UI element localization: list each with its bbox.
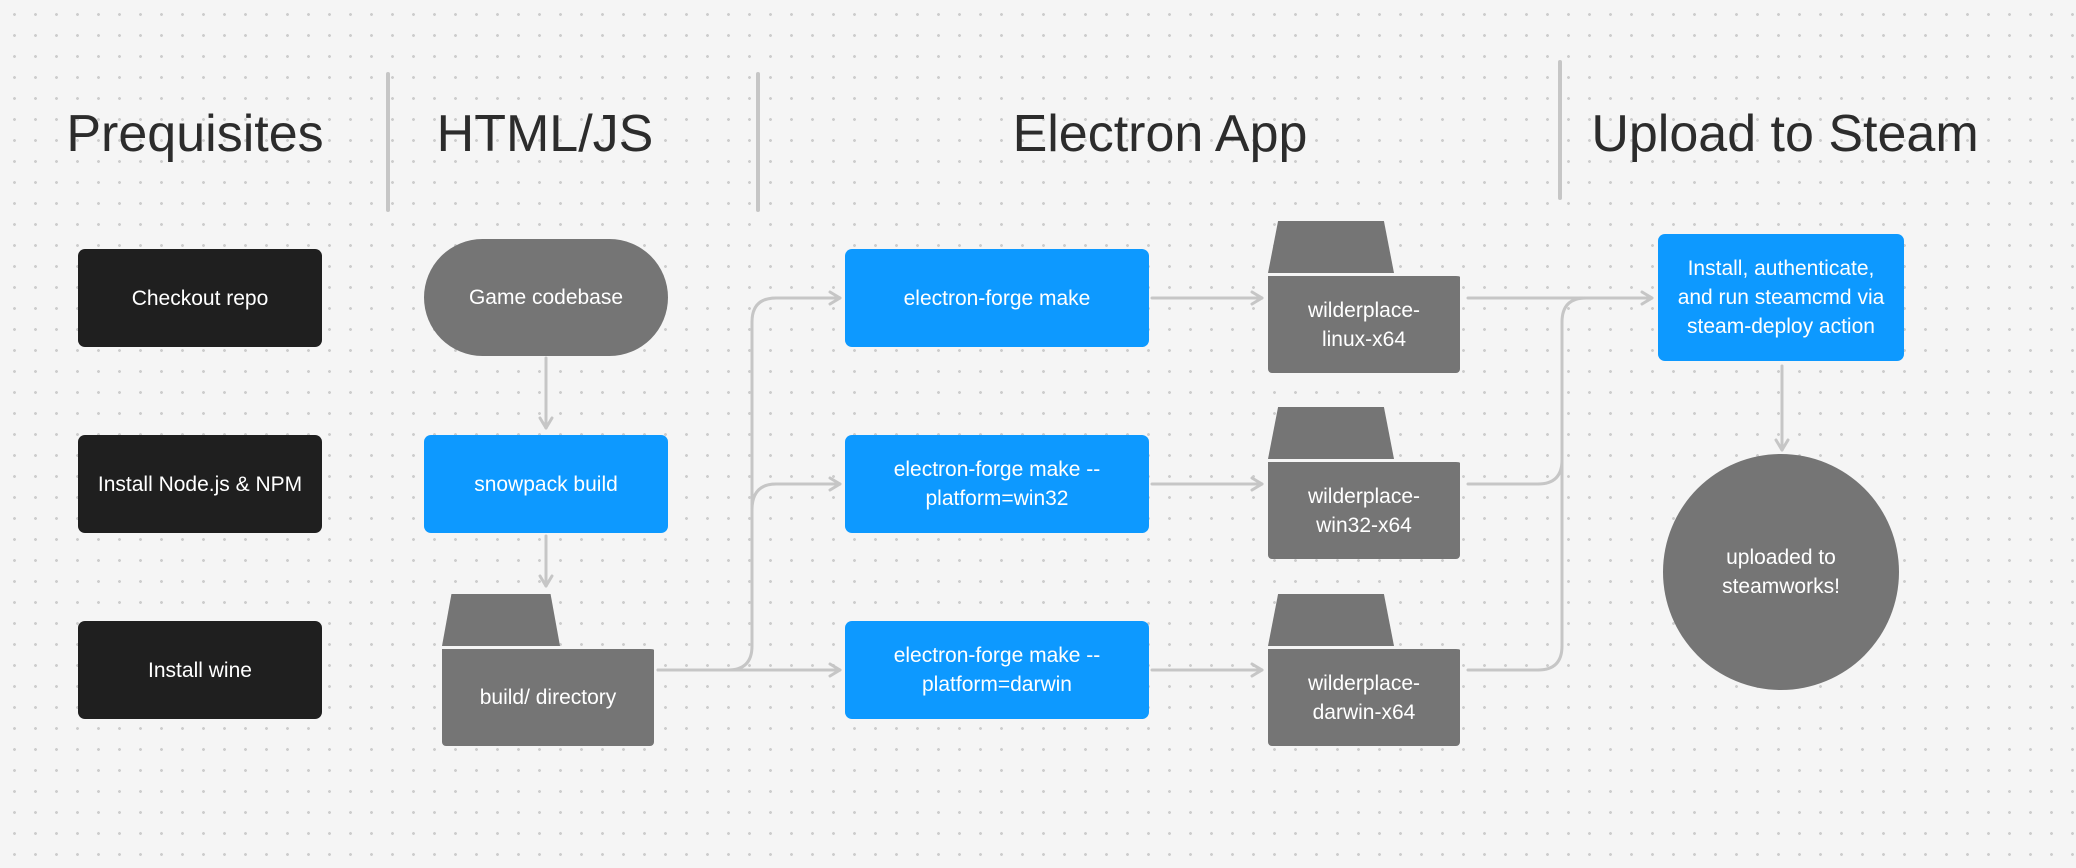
install-node-npm-node: Install Node.js & NPM xyxy=(78,435,322,533)
electron-forge-make-darwin-label: electron-forge make -- platform=darwin xyxy=(893,644,1101,696)
install-node-npm-label: Install Node.js & NPM xyxy=(97,472,303,496)
steamcmd-deploy-label: Install, authenticate, and run steamcmd … xyxy=(1677,257,1885,338)
uploaded-to-steamworks-label: uploaded to steamworks! xyxy=(1722,546,1840,598)
heading-electron-app: Electron App xyxy=(1012,105,1308,163)
wilderplace-linux-folder: wilderplace- linux-x64 xyxy=(1268,221,1460,373)
folder-tab xyxy=(1268,407,1394,459)
heading-prerequisites: Prequisites xyxy=(66,105,324,163)
connector-build-to-win32-make xyxy=(750,476,842,512)
game-codebase-node: Game codebase xyxy=(424,239,668,356)
column-divider xyxy=(756,72,760,212)
folder-tab xyxy=(1268,221,1394,273)
column-divider xyxy=(386,72,390,212)
connector-darwin-folder-to-steamcmd xyxy=(1466,458,1564,672)
wilderplace-darwin-folder: wilderplace- darwin-x64 xyxy=(1268,594,1460,746)
folder-tab xyxy=(1268,594,1394,646)
steamcmd-deploy-node: Install, authenticate, and run steamcmd … xyxy=(1658,234,1904,361)
snowpack-build-label: snowpack build xyxy=(474,472,618,496)
folder-body: wilderplace- win32-x64 xyxy=(1268,459,1460,559)
checkout-repo-label: Checkout repo xyxy=(131,286,269,310)
heading-html-js: HTML/JS xyxy=(436,105,654,163)
folder-body: wilderplace- darwin-x64 xyxy=(1268,646,1460,746)
build-directory-folder: build/ directory xyxy=(442,594,654,746)
connector-win32-folder-to-steamcmd xyxy=(1466,296,1588,486)
snowpack-build-node: snowpack build xyxy=(424,435,668,533)
folder-body: build/ directory xyxy=(442,646,654,746)
folder-tab xyxy=(442,594,560,646)
wilderplace-linux-label: wilderplace- linux-x64 xyxy=(1307,298,1421,351)
electron-forge-make-linux-label: electron-forge make xyxy=(903,286,1091,310)
folder-body: wilderplace- linux-x64 xyxy=(1268,273,1460,373)
game-codebase-label: Game codebase xyxy=(468,286,624,309)
column-divider xyxy=(1558,60,1562,200)
install-wine-label: Install wine xyxy=(148,658,252,682)
checkout-repo-node: Checkout repo xyxy=(78,249,322,347)
electron-forge-make-win32-node: electron-forge make -- platform=win32 xyxy=(845,435,1149,533)
install-wine-node: Install wine xyxy=(78,621,322,719)
electron-forge-make-win32-label: electron-forge make -- platform=win32 xyxy=(893,458,1101,510)
build-directory-label: build/ directory xyxy=(479,686,617,709)
wilderplace-win32-label: wilderplace- win32-x64 xyxy=(1307,484,1421,537)
electron-forge-make-linux-node: electron-forge make xyxy=(845,249,1149,347)
heading-upload-to-steam: Upload to Steam xyxy=(1591,105,1979,163)
wilderplace-darwin-label: wilderplace- darwin-x64 xyxy=(1307,671,1421,724)
wilderplace-win32-folder: wilderplace- win32-x64 xyxy=(1268,407,1460,559)
uploaded-to-steamworks-node: uploaded to steamworks! xyxy=(1663,454,1899,690)
electron-forge-make-darwin-node: electron-forge make -- platform=darwin xyxy=(845,621,1149,719)
